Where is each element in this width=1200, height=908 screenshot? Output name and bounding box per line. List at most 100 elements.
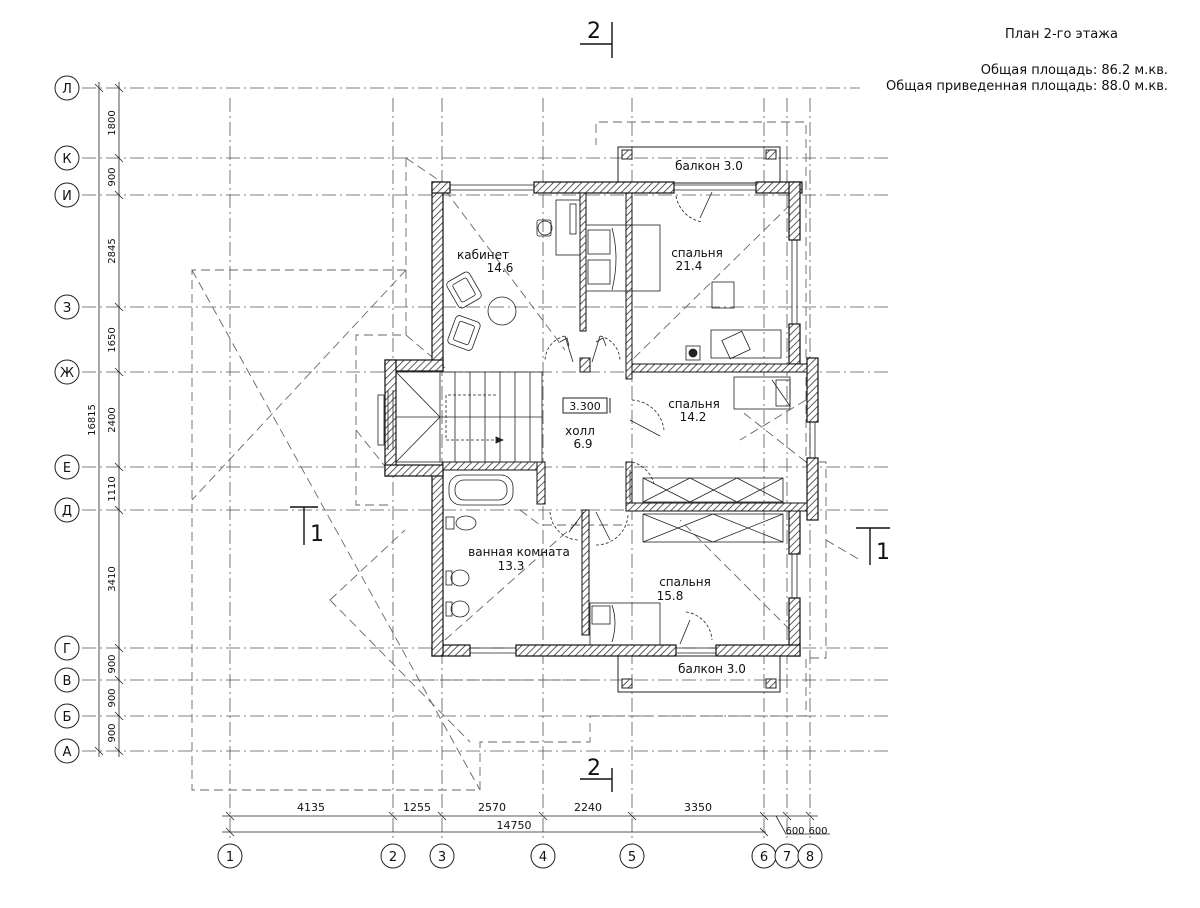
interior-walls	[442, 192, 808, 636]
balcony-label-top: балкон 3.0	[675, 159, 743, 173]
dim-v-5: 2400	[107, 407, 118, 432]
total-area-note: Общая площадь: 86.2 м.кв.	[980, 63, 1168, 78]
dim-v-3: 2845	[107, 238, 118, 263]
dim-h-small-2: 600	[808, 826, 827, 837]
svg-text:З: З	[63, 301, 71, 316]
svg-text:4: 4	[539, 850, 547, 865]
dim-h-3: 2570	[478, 801, 506, 814]
svg-text:8: 8	[806, 850, 814, 865]
section-2-bottom: 2	[587, 756, 601, 781]
svg-text:3: 3	[438, 850, 446, 865]
svg-text:Ж: Ж	[60, 366, 74, 381]
room-name-study: кабинет	[457, 248, 509, 262]
axis-bubble-row: Е	[54, 454, 80, 480]
room-area-bedroom-1: 21.4	[676, 259, 703, 273]
room-name-bedroom-1: спальня	[671, 246, 723, 260]
axis-bubble-row: З	[54, 294, 80, 320]
column-axis-bubbles: 1 2 3 4 5 6 7 8	[217, 843, 823, 869]
desk	[555, 199, 581, 256]
desk-bedroom	[710, 329, 782, 359]
axis-bubble-col: 1	[217, 843, 243, 869]
room-area-bedroom-2: 14.2	[680, 410, 707, 424]
furniture	[445, 199, 791, 646]
section-1-right: 1	[876, 540, 890, 565]
axis-bubble-row: Б	[54, 703, 80, 729]
axis-bubble-row: И	[54, 182, 80, 208]
armchair	[447, 315, 481, 351]
svg-text:А: А	[63, 745, 72, 760]
svg-text:В: В	[63, 674, 72, 689]
axis-bubble-col: 6	[751, 843, 777, 869]
axis-bubble-row: Д	[54, 497, 80, 523]
svg-text:Б: Б	[63, 710, 72, 725]
room-name-bathroom: ванная комната	[468, 545, 570, 559]
dim-h-5: 3350	[684, 801, 712, 814]
balcony-bottom	[617, 655, 781, 693]
vertical-dimension-chain	[94, 82, 124, 757]
room-area-study: 14.6	[487, 261, 514, 275]
axis-bubble-row: Л	[54, 75, 80, 101]
dim-h-small-1: 600	[785, 826, 804, 837]
svg-text:7: 7	[783, 850, 791, 865]
exterior-walls	[384, 181, 819, 657]
svg-text:1: 1	[226, 850, 234, 865]
dim-v-1: 1800	[107, 110, 118, 135]
dim-v-9: 900	[107, 688, 118, 707]
dim-v-10: 900	[107, 723, 118, 742]
svg-text:Е: Е	[63, 461, 71, 476]
axis-bubble-row: К	[54, 145, 80, 171]
bathtub	[448, 474, 514, 506]
svg-text:Л: Л	[62, 82, 72, 97]
svg-text:Г: Г	[63, 642, 71, 657]
room-area-hall: 6.9	[573, 437, 592, 451]
axis-bubble-row: Ж	[54, 359, 80, 385]
dim-v-6: 1110	[107, 476, 118, 501]
level-mark-value: 3.300	[569, 400, 601, 413]
bed-3	[589, 602, 661, 646]
coffee-table	[487, 296, 517, 326]
axis-bubble-row: А	[54, 738, 80, 764]
axis-bubble-col: 7	[774, 843, 800, 869]
dim-h-total: 14750	[497, 819, 532, 832]
room-area-bathroom: 13.3	[498, 559, 525, 573]
dim-v-7: 3410	[107, 566, 118, 591]
plan-title: План 2-го этажа	[1005, 27, 1118, 42]
svg-text:5: 5	[628, 850, 636, 865]
room-labels: кабинет 14.6 спальня 21.4 холл 6.9 спаль…	[457, 159, 746, 676]
dim-v-4: 1650	[107, 327, 118, 352]
horizontal-dimension-labels: 4135 1255 2570 2240 3350 14750 600 600	[297, 801, 828, 837]
section-1-left: 1	[310, 522, 324, 547]
section-labels: 2 2 1 1	[310, 19, 890, 781]
dim-v-2: 900	[107, 167, 118, 186]
sink	[450, 569, 470, 587]
roof-outline	[191, 121, 861, 791]
svg-text:Д: Д	[62, 504, 72, 519]
bed-2	[733, 376, 791, 410]
axis-bubble-row: Г	[54, 635, 80, 661]
dim-v-8: 900	[107, 654, 118, 673]
balcony-top	[617, 146, 781, 184]
axis-bubble-col: 5	[619, 843, 645, 869]
room-area-bedroom-3: 15.8	[657, 589, 684, 603]
toilet	[455, 515, 477, 531]
svg-text:К: К	[62, 152, 71, 167]
axis-bubble-col: 2	[380, 843, 406, 869]
level-mark: 3.300	[562, 397, 611, 414]
windows	[377, 184, 816, 654]
horizontal-dimension-chain	[222, 811, 830, 837]
bed	[585, 224, 661, 292]
axis-bubble-col: 8	[797, 843, 823, 869]
staircase	[395, 371, 543, 463]
room-name-bedroom-3: спальня	[659, 575, 711, 589]
dim-v-total: 16815	[87, 404, 98, 436]
room-name-hall: холл	[565, 424, 595, 438]
dim-h-2: 1255	[403, 801, 431, 814]
room-name-bedroom-2: спальня	[668, 397, 720, 411]
wardrobe	[642, 477, 784, 503]
doors	[544, 191, 713, 645]
svg-text:2: 2	[389, 850, 397, 865]
axis-bubble-col: 3	[429, 843, 455, 869]
section-markers	[290, 22, 890, 792]
